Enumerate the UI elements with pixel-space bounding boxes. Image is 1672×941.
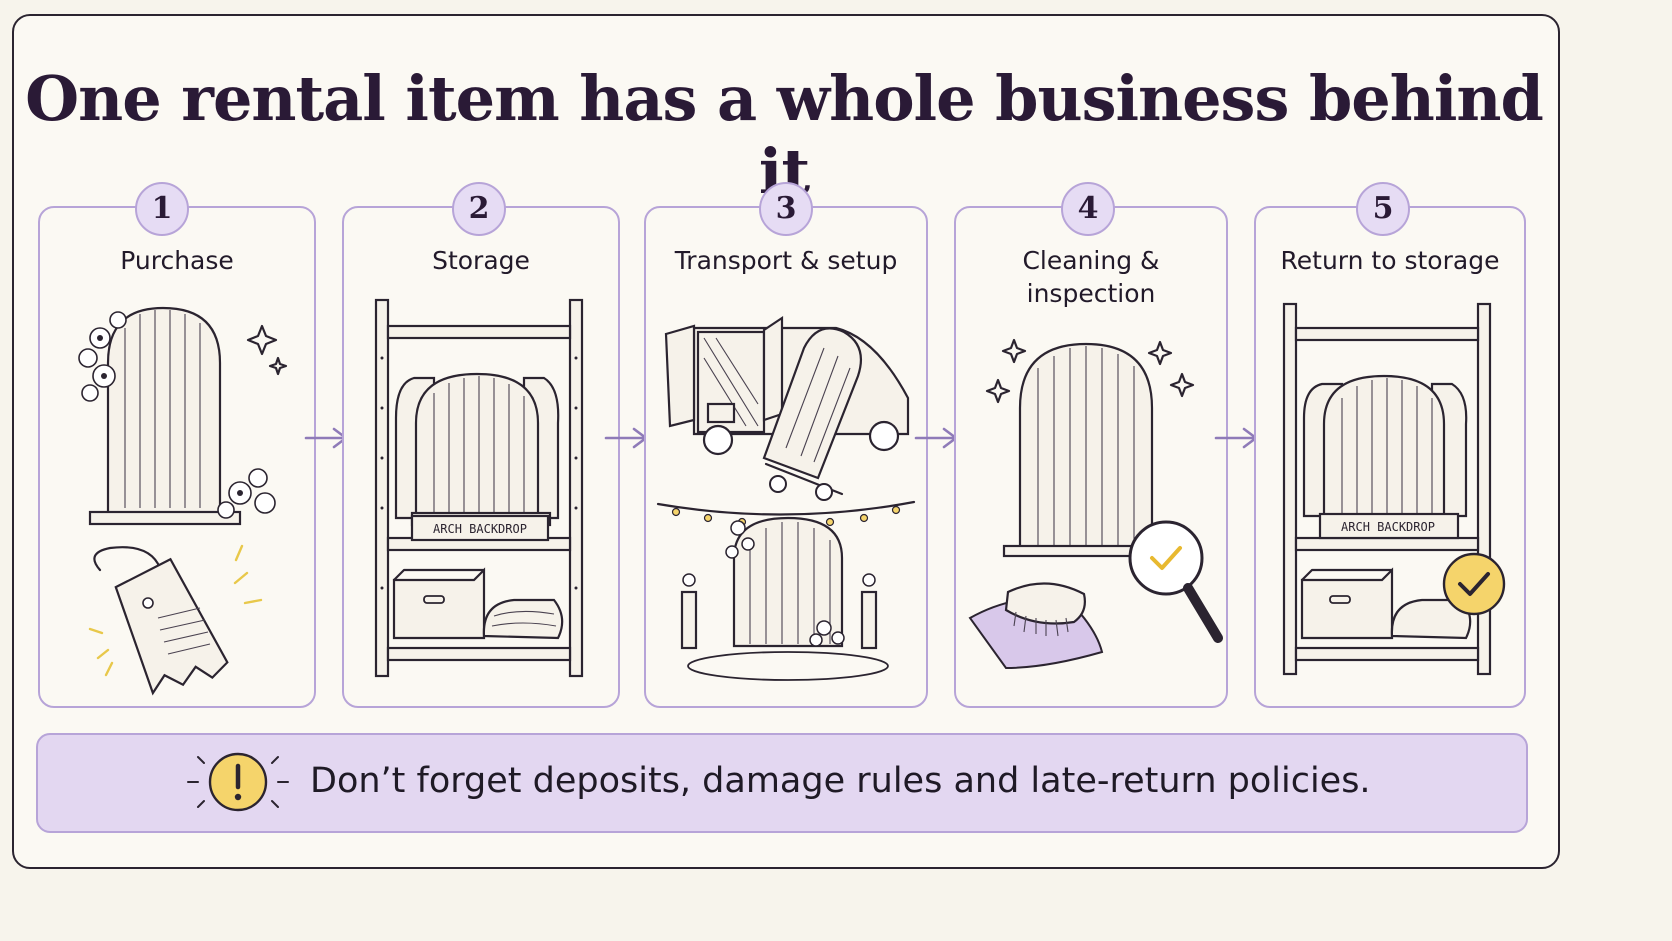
pedestal-icon xyxy=(680,590,698,650)
arch-backdrop-icon xyxy=(732,516,844,648)
shelf-label-text: ARCH BACKDROP xyxy=(1341,520,1435,534)
flower-cluster-icon xyxy=(78,311,127,402)
checkmark-badge-icon xyxy=(1442,552,1506,616)
step-label: Storage xyxy=(432,246,530,275)
step-label: Transport & setup xyxy=(674,246,898,275)
step-label: Cleaning & inspection xyxy=(1022,246,1160,308)
shelf-label-plate xyxy=(410,514,550,542)
purchase-illustration xyxy=(78,306,288,696)
flower-cluster-icon xyxy=(217,468,276,519)
step-number-badge: 4 xyxy=(1061,182,1115,236)
string-lights-icon xyxy=(656,500,916,516)
magnifier-check-icon xyxy=(1128,520,1223,643)
sparkle-icon xyxy=(268,356,288,376)
warning-icon xyxy=(187,752,289,812)
cleaning-inspection-illustration xyxy=(968,338,1223,670)
step-label: Return to storage xyxy=(1280,246,1500,275)
brush-icon xyxy=(1004,582,1086,637)
step-card-transport-setup: 3 Transport & setup xyxy=(644,182,928,708)
step-number-badge: 1 xyxy=(135,182,189,236)
step-number-badge: 5 xyxy=(1356,182,1410,236)
sparkle-icon xyxy=(985,378,1011,404)
hand-truck-arch-icon xyxy=(762,327,862,501)
step-label: Purchase xyxy=(120,246,234,275)
storage-box-icon xyxy=(392,567,486,640)
return-storage-illustration: ARCH BACKDROP xyxy=(1282,302,1506,676)
step-card-return-to-storage: 5 Return to storage ARCH BACKDROP xyxy=(1254,182,1526,708)
sparkle-icon xyxy=(1001,338,1027,364)
sparkle-icon xyxy=(246,324,278,356)
sparkle-icon xyxy=(1147,340,1173,366)
step-card-storage: 2 Storage ARCH BACKDROP xyxy=(342,182,620,708)
storage-shelf-illustration: ARCH BACKDROP xyxy=(374,298,584,678)
price-tag-icon xyxy=(88,544,263,696)
transport-setup-illustration xyxy=(656,315,916,681)
policy-reminder-banner: Don’t forget deposits, damage rules and … xyxy=(36,733,1528,833)
step-number-badge: 2 xyxy=(452,182,506,236)
rug-icon xyxy=(687,651,889,681)
folded-blanket-icon xyxy=(482,598,564,640)
policy-reminder-text: Don’t forget deposits, damage rules and … xyxy=(310,761,1371,801)
shelf-label-text: ARCH BACKDROP xyxy=(433,522,527,536)
step-card-purchase: 1 Purchase xyxy=(38,182,316,708)
step-number-badge: 3 xyxy=(759,182,813,236)
sparkle-icon xyxy=(1169,372,1195,398)
step-card-cleaning-inspection: 4 Cleaning & inspection xyxy=(954,182,1228,708)
storage-box-icon xyxy=(1300,567,1394,640)
pedestal-icon xyxy=(860,590,878,650)
